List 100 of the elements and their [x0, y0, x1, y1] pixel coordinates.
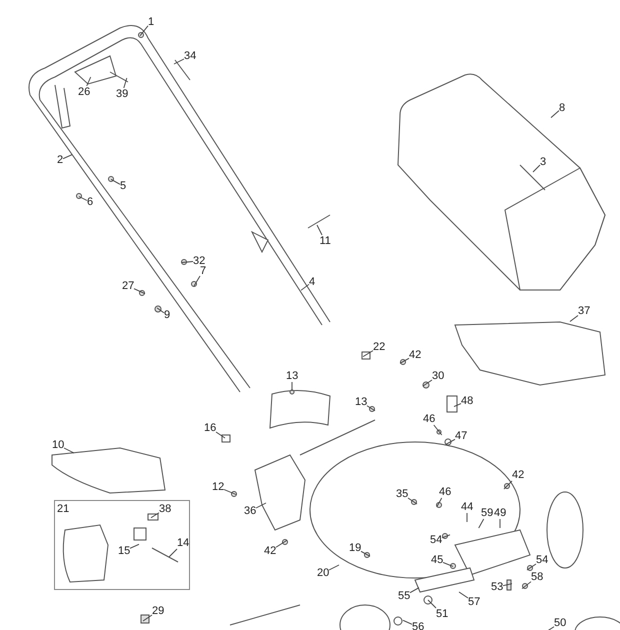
callout-number: 5	[120, 180, 126, 192]
callout-number: 45	[431, 554, 444, 566]
leader-line	[134, 288, 146, 294]
leader-line	[570, 315, 578, 322]
callout-number: 36	[244, 505, 256, 517]
callout-number: 35	[396, 488, 408, 500]
leader-line	[182, 261, 194, 263]
callout-number: 37	[578, 305, 590, 317]
leader-line	[422, 380, 432, 386]
leader-line	[436, 498, 442, 508]
callout-number: 3	[540, 156, 546, 168]
leader-line	[142, 614, 152, 622]
leader-line	[362, 350, 374, 358]
leader-line	[168, 548, 178, 558]
callout-number: 30	[432, 370, 444, 382]
callout-number: 39	[116, 88, 128, 100]
callout-number: 12	[212, 481, 224, 493]
callout-number: 42	[512, 469, 524, 481]
leader-line	[316, 224, 322, 236]
callout-number: 20	[317, 567, 330, 579]
callout-number: 13	[286, 370, 298, 382]
callout-number: 48	[461, 395, 474, 407]
callout-number: 13	[355, 396, 368, 408]
callout-number: 26	[78, 86, 90, 98]
leader-line	[428, 600, 436, 608]
leader-line	[360, 550, 370, 557]
leader-line	[532, 164, 540, 172]
callout-number: 44	[461, 501, 474, 513]
callout-number: 51	[436, 608, 448, 620]
leader-line	[140, 25, 148, 36]
callout-number: 1	[148, 16, 154, 28]
leader-line	[328, 564, 340, 570]
leader-line	[502, 583, 512, 586]
callout-number: 27	[122, 280, 134, 292]
callout-number: 15	[118, 545, 130, 557]
callout-number: 55	[398, 590, 410, 602]
leader-line	[433, 424, 442, 436]
leader-line	[410, 587, 420, 594]
callout-number: 22	[373, 341, 386, 353]
leader-line	[442, 562, 454, 567]
leader-line	[458, 592, 468, 598]
callout-number: 54	[536, 554, 548, 566]
callout-number: 6	[87, 196, 94, 208]
callout-number: 58	[531, 571, 544, 583]
callout-number: 34	[184, 50, 196, 62]
leader-line	[408, 498, 418, 504]
callout-number: 49	[494, 507, 506, 519]
leader-line	[400, 358, 410, 364]
leader-line	[216, 432, 226, 438]
leader-line	[478, 518, 484, 528]
callout-number: 46	[439, 486, 452, 498]
callout-number: 8	[559, 102, 566, 114]
callout-number: 7	[200, 265, 206, 277]
leader-line	[504, 480, 512, 490]
callout-number: 11	[320, 235, 331, 247]
leader-line	[276, 540, 288, 548]
callout-number: 2	[57, 154, 64, 166]
leader-line	[522, 581, 532, 590]
callout-number: 53	[491, 581, 504, 593]
callout-number: 14	[177, 537, 190, 549]
callout-number: 32	[193, 255, 206, 267]
leader-line	[123, 78, 128, 88]
leader-line	[110, 178, 120, 185]
leader-line	[174, 58, 184, 64]
callout-number: 42	[264, 545, 276, 557]
inset-box	[54, 500, 190, 590]
leader-line	[156, 307, 164, 314]
leader-line	[64, 448, 74, 454]
leader-line	[454, 403, 462, 408]
leader-line	[150, 512, 160, 518]
callout-number: 29	[152, 605, 164, 617]
callout-number: 10	[52, 439, 64, 451]
leader-line	[402, 620, 412, 625]
leader-line	[78, 196, 88, 201]
leader-line	[550, 110, 560, 118]
callout-number: 42	[409, 349, 422, 361]
leader-line	[546, 626, 554, 630]
callout-number: 21	[57, 503, 70, 515]
leader-line	[224, 489, 236, 495]
leader-line	[526, 564, 536, 570]
callout-number: 19	[349, 542, 362, 554]
leader-line	[446, 438, 456, 445]
callout-number: 57	[468, 596, 480, 608]
leader-line	[62, 154, 72, 160]
leader-line	[466, 512, 468, 522]
leader-line	[130, 544, 140, 549]
leader-line	[256, 502, 266, 508]
callout-number: 59	[481, 507, 494, 519]
callout-number: 38	[159, 503, 172, 515]
callout-number: 46	[423, 413, 436, 425]
leader-line	[300, 284, 310, 291]
callout-number: 50	[554, 617, 566, 629]
callout-number: 4	[309, 276, 316, 288]
leader-line	[442, 534, 450, 538]
callout-number: 16	[204, 422, 216, 434]
callout-number: 54	[430, 534, 442, 546]
callout-number: 56	[412, 621, 424, 630]
leader-line	[194, 276, 200, 286]
leader-line	[86, 76, 92, 86]
callout-number: 9	[164, 309, 170, 321]
